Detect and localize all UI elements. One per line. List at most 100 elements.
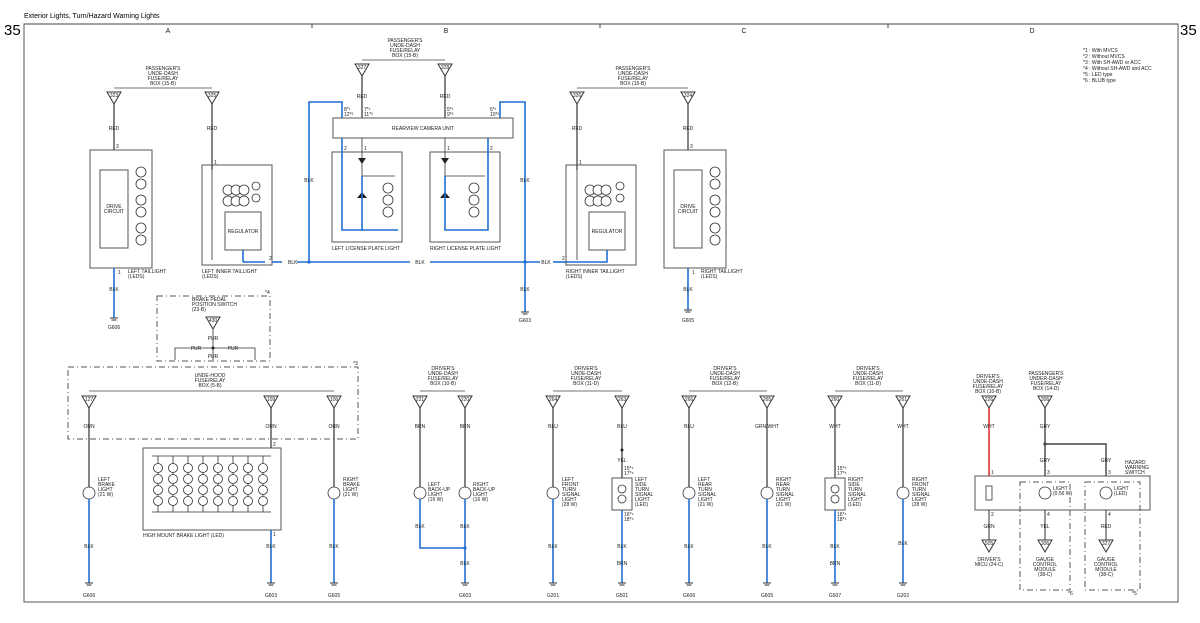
led-icon (213, 463, 223, 473)
svg-text:BLK: BLK (762, 544, 772, 550)
brake-switch-option-box (156, 295, 271, 362)
svg-text:FUSE/RELAY: FUSE/RELAY (853, 376, 884, 382)
svg-text:BRN: BRN (617, 561, 628, 567)
right-inner-taillight-box (565, 164, 637, 266)
svg-text:12*²: 12*² (344, 112, 354, 118)
svg-text:LEFT: LEFT (635, 477, 647, 483)
svg-text:BOX (10-B): BOX (10-B) (430, 381, 456, 387)
led-icon (168, 496, 178, 506)
component-label: GAUGE CONTROL MODULE (38-C) (1094, 557, 1119, 578)
led-icon (243, 496, 253, 506)
component-label: RIGHT BRAKE LIGHT (21 W) (343, 477, 361, 498)
svg-text:LIGHT: LIGHT (912, 497, 927, 503)
svg-text:WHT: WHT (983, 424, 994, 430)
svg-text:*5: *5 (1132, 591, 1137, 597)
svg-text:GRN/WHT: GRN/WHT (755, 424, 779, 430)
led-array (153, 456, 268, 512)
led-icon (168, 474, 178, 484)
hazard-warning-switch-box (974, 475, 1151, 511)
svg-text:RED: RED (440, 94, 451, 100)
led-icon (168, 463, 178, 473)
component-label: LEFT FRONT TURN SIGNAL LIGHT (28 W) (562, 477, 581, 508)
svg-text:RED: RED (357, 94, 368, 100)
svg-text:CONTROL: CONTROL (1094, 562, 1119, 568)
svg-text:1: 1 (579, 160, 582, 166)
svg-text:BLK: BLK (329, 544, 339, 550)
svg-text:SWITCH: SWITCH (1125, 470, 1145, 476)
svg-text:221: 221 (416, 397, 425, 403)
drive-circuit-label: DRIVE (106, 204, 122, 210)
svg-text:FUSE/RELAY: FUSE/RELAY (1031, 381, 1062, 387)
led-icon (258, 485, 268, 495)
svg-text:LIGHT: LIGHT (776, 497, 791, 503)
fuse-terminal-260 (827, 395, 843, 409)
svg-text:TURN: TURN (698, 487, 712, 493)
high-mount-brake-light-box (142, 447, 282, 531)
svg-text:5*¹: 5*¹ (447, 107, 454, 113)
svg-text:DRIVER'S: DRIVER'S (574, 366, 598, 372)
component-label: HAZARD WARNING SWITCH (1125, 460, 1149, 476)
svg-text:430: 430 (209, 318, 218, 324)
svg-text:6*¹: 6*¹ (490, 107, 497, 113)
svg-text:GAUGE: GAUGE (1036, 557, 1055, 563)
svg-text:(28 W): (28 W) (562, 502, 577, 508)
svg-text:1: 1 (364, 146, 367, 152)
fuse-box-label: PASSENGER'S UNDER-DASH FUSE/RELAY BOX (1… (1028, 371, 1064, 392)
svg-text:(21 W): (21 W) (343, 492, 358, 498)
svg-text:BLK: BLK (541, 260, 551, 266)
led-array (135, 166, 147, 246)
svg-text:POSITION SWITCH: POSITION SWITCH (192, 302, 237, 308)
svg-text:BRAKE: BRAKE (343, 482, 361, 488)
svg-text:BRAKE: BRAKE (98, 482, 116, 488)
svg-text:RIGHT: RIGHT (912, 477, 928, 483)
svg-text:DRIVER'S: DRIVER'S (431, 366, 455, 372)
svg-text:(21 W): (21 W) (98, 492, 113, 498)
svg-text:SIGNAL: SIGNAL (776, 492, 795, 498)
fuse-terminal-109 (263, 395, 279, 409)
bulb-icon (1099, 486, 1113, 500)
svg-text:327: 327 (1102, 541, 1111, 547)
svg-text:BRN: BRN (830, 561, 841, 567)
svg-text:2: 2 (562, 256, 565, 262)
svg-text:BLK: BLK (520, 178, 530, 184)
svg-text:BLK: BLK (460, 561, 470, 567)
svg-text:FUSE/RELAY: FUSE/RELAY (571, 376, 602, 382)
svg-text:RED: RED (572, 126, 583, 132)
svg-text:DRIVER'S: DRIVER'S (977, 557, 1001, 563)
svg-text:FUSE/RELAY: FUSE/RELAY (973, 384, 1004, 390)
note-line: *2 : Without MVCS (1083, 54, 1125, 60)
svg-text:15*⁵: 15*⁵ (837, 466, 847, 472)
svg-text:BOX (5-B): BOX (5-B) (198, 383, 221, 389)
fuse-terminal-226 (981, 395, 997, 409)
svg-text:(23-B): (23-B) (192, 307, 206, 313)
svg-text:ORN: ORN (328, 424, 340, 430)
svg-text:1: 1 (447, 146, 450, 152)
svg-text:CIRCUIT: CIRCUIT (678, 209, 698, 215)
svg-text:BLK: BLK (84, 544, 94, 550)
svg-text:FUSE/RELAY: FUSE/RELAY (428, 376, 459, 382)
component-label: RIGHT TAILLIGHT (701, 269, 743, 275)
ground-label: G603 (459, 593, 471, 599)
bulb-icon (1038, 486, 1052, 500)
left-side-turn-light-box (611, 477, 633, 511)
component-label: RIGHT BACK-UP LIGHT (16 W) (473, 482, 496, 503)
svg-text:LEFT: LEFT (428, 482, 440, 488)
fuse-box-label: PASSENGER'S UNDE-DASH FUSE/RELAY BOX (15… (615, 66, 651, 87)
pin-label: 325 (208, 93, 217, 99)
svg-text:LIGHT: LIGHT (562, 497, 577, 503)
pin-label: 323 (110, 93, 119, 99)
left-taillight-box (89, 149, 153, 269)
svg-text:(0.56 W): (0.56 W) (1053, 491, 1073, 497)
svg-text:UNDE-DASH: UNDE-DASH (710, 371, 740, 377)
svg-text:RED: RED (683, 126, 694, 132)
svg-text:326: 326 (573, 93, 582, 99)
svg-text:REAR: REAR (776, 482, 790, 488)
svg-text:PUR: PUR (228, 346, 239, 352)
svg-text:GRY: GRY (1101, 458, 1112, 464)
svg-text:*3: *3 (353, 361, 358, 367)
svg-text:LIGHT: LIGHT (428, 492, 443, 498)
right-license-plate-light (429, 151, 501, 243)
component-label: HIGH MOUNT BRAKE LIGHT (LED) (143, 533, 224, 539)
svg-text:CONTROL: CONTROL (1033, 562, 1058, 568)
